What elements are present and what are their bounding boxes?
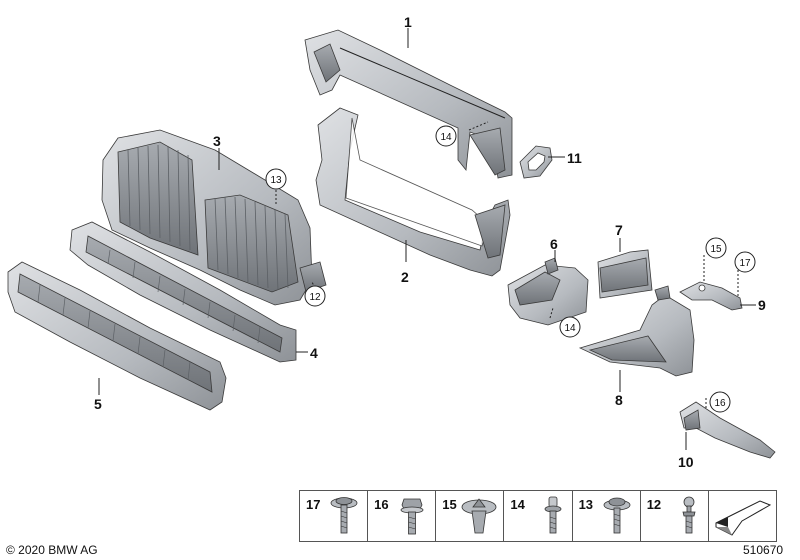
part-10-bracket-lower <box>679 401 776 459</box>
circled-ref-label: 15 <box>710 244 722 255</box>
part-8-air-guide-lower <box>578 285 695 377</box>
hardware-number: 12 <box>646 497 662 512</box>
hardware-number: 13 <box>578 497 594 512</box>
callout-1: 1 <box>404 14 412 30</box>
part-3-kidney-grille <box>101 129 327 306</box>
circled-ref-16: 16 <box>709 391 731 413</box>
circled-ref-15: 15 <box>705 237 727 259</box>
callout-5: 5 <box>94 396 102 412</box>
callout-2: 2 <box>401 269 409 285</box>
part-1-upper-carrier <box>304 29 513 179</box>
circled-ref-label: 14 <box>564 323 576 334</box>
callout-3: 3 <box>213 133 221 149</box>
circled-ref-14-upper: 14 <box>435 125 457 147</box>
circled-ref-label: 13 <box>270 175 282 186</box>
clip-screw-icon <box>544 496 561 534</box>
bolt-with-washer-icon <box>603 497 631 534</box>
hardware-item-direction <box>709 491 776 541</box>
part-7-air-duct <box>597 249 653 299</box>
hardware-item-17: 17 <box>300 491 369 541</box>
bolt-with-washer-icon <box>330 497 358 534</box>
hardware-item-16: 16 <box>368 491 437 541</box>
circled-ref-17: 17 <box>734 251 756 273</box>
hardware-number: 15 <box>442 497 457 512</box>
callout-9: 9 <box>758 297 766 313</box>
hex-bolt-icon <box>400 498 424 535</box>
copyright-text: © 2020 BMW AG <box>6 543 98 557</box>
callout-8: 8 <box>615 392 623 408</box>
leader-lines <box>98 28 756 450</box>
part-11-seal <box>519 145 553 179</box>
circled-ref-label: 17 <box>739 258 751 269</box>
circled-ref-label: 14 <box>440 132 452 143</box>
hardware-item-12: 12 <box>641 491 709 541</box>
part-9-bracket <box>679 281 743 311</box>
circled-refs: 14 13 12 15 17 14 16 <box>265 125 756 413</box>
part-4-air-duct <box>69 221 297 363</box>
hardware-item-14: 14 <box>504 491 573 541</box>
part-2-lower-frame <box>315 107 511 277</box>
hardware-number: 16 <box>374 497 389 512</box>
hardware-number: 17 <box>306 497 321 512</box>
circled-ref-label: 12 <box>309 292 321 303</box>
callout-10: 10 <box>678 454 694 470</box>
diagram-number: 510670 <box>743 543 784 557</box>
hardware-number: 14 <box>510 497 525 512</box>
hardware-item-13: 13 <box>573 491 641 541</box>
hardware-item-15: 15 <box>436 491 505 541</box>
part-6-air-guide <box>507 257 589 326</box>
circled-ref-14-lower: 14 <box>559 316 581 338</box>
part-5-lower-air-guide <box>7 261 227 411</box>
expanding-nut-icon <box>462 498 497 534</box>
callout-6: 6 <box>550 236 558 252</box>
ball-stud-icon <box>682 496 696 534</box>
callout-7: 7 <box>615 222 623 238</box>
part-callouts: 1 2 3 4 5 6 7 8 9 10 11 <box>94 14 766 470</box>
circled-ref-13: 13 <box>265 168 287 190</box>
callout-11: 11 <box>567 150 582 166</box>
circled-ref-label: 16 <box>714 398 726 409</box>
hardware-strip: 17 16 15 14 13 <box>299 490 777 542</box>
circled-ref-12: 12 <box>304 285 326 307</box>
callout-4: 4 <box>310 345 318 361</box>
direction-arrow-icon <box>715 500 772 536</box>
